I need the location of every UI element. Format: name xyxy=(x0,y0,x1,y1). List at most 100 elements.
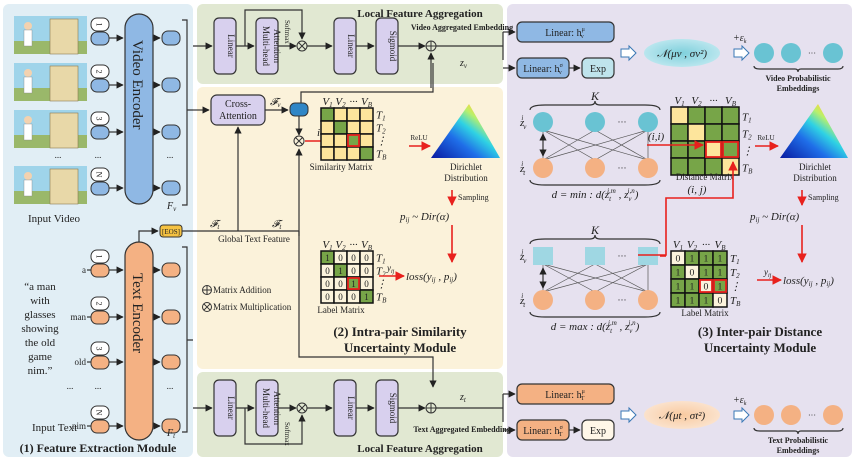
zv-label: zv xyxy=(459,58,468,70)
fv-bracket xyxy=(182,19,193,206)
matrix-cell xyxy=(704,106,723,125)
text-lfa-title: Local Feature Aggregation xyxy=(357,443,482,455)
matrix-cell xyxy=(346,146,361,161)
text-token-group: 1a2man3oldNnim......... xyxy=(67,249,181,434)
video-encoder xyxy=(124,13,154,205)
video-frame xyxy=(14,16,87,55)
svg-text:3: 3 xyxy=(95,347,104,351)
column-label: VB xyxy=(714,239,726,252)
matrix-cell xyxy=(721,140,740,159)
video-embedding-node xyxy=(638,112,658,132)
svg-text:Attention: Attention xyxy=(272,29,282,63)
svg-text:3: 3 xyxy=(95,117,104,121)
p-formula-inter: pij ~ Dir(α) xyxy=(749,211,800,224)
word-token xyxy=(90,310,110,325)
script-fv-label: 𝓕v xyxy=(270,97,281,109)
svg-text:N: N xyxy=(95,172,104,178)
eos-connector xyxy=(138,227,159,242)
prob-embedding-node xyxy=(823,43,843,63)
hollow-arrow-icon xyxy=(733,44,750,62)
epsilon-label: +εk xyxy=(733,33,747,45)
multiply-icon-x xyxy=(295,137,303,145)
svg-text:0: 0 xyxy=(325,292,330,302)
word-label: a xyxy=(82,265,86,275)
svg-text:0: 0 xyxy=(704,282,709,293)
text-embedding-node xyxy=(585,290,605,310)
svg-text:Exp: Exp xyxy=(590,64,606,75)
row-label: ⋮ xyxy=(742,146,753,158)
token-index: N xyxy=(90,405,110,420)
prob-embedding-label: Text Probabilistic xyxy=(768,436,829,445)
svg-text:Multi-head: Multi-head xyxy=(261,26,271,66)
svg-text:Sigmoid: Sigmoid xyxy=(388,31,398,62)
column-label: ··· xyxy=(349,239,358,251)
word-token xyxy=(90,263,110,278)
ft-label: Ft xyxy=(166,428,176,440)
epsilon-label: +εk xyxy=(733,395,747,407)
text-aggregated-embedding-label: Text Aggregated Embedding xyxy=(413,425,510,434)
svg-text:1: 1 xyxy=(704,268,709,279)
svg-text:Embeddings: Embeddings xyxy=(777,84,820,93)
svg-text:Linear: Linear xyxy=(226,34,236,57)
token-index: 1 xyxy=(90,249,110,264)
zv-node-label: zvi xyxy=(519,114,527,131)
column-label: V2 xyxy=(335,96,346,109)
prob-embedding-node xyxy=(754,405,774,425)
lfa-block-linear: Linear xyxy=(213,17,237,75)
column-label: V1 xyxy=(322,239,332,252)
frame-patch-token xyxy=(90,125,110,140)
highlight-cell xyxy=(713,279,727,293)
loss-inter: loss(yij , pij) xyxy=(783,275,834,288)
svg-text:1: 1 xyxy=(690,296,695,307)
matrix-cell: 1 xyxy=(684,250,700,266)
video-feature-token xyxy=(161,30,181,46)
highlight-cell xyxy=(347,134,360,147)
relu-label-inter: ReLU xyxy=(757,134,774,142)
matrix-cell xyxy=(346,120,361,135)
svg-text:1: 1 xyxy=(95,255,104,259)
matrix-cell: 1 xyxy=(684,292,700,308)
k-brace xyxy=(529,100,661,111)
matrix-cell: 0 xyxy=(712,292,728,308)
svg-text:Linear: Linear xyxy=(346,396,356,419)
y-label-intra: yij xyxy=(386,263,395,275)
prob-embedding-node xyxy=(754,43,774,63)
row-label: T2 xyxy=(742,129,752,142)
matrix-cell: 1 xyxy=(712,250,728,266)
matrix-cell: 1 xyxy=(684,278,700,294)
y-label-inter: yij xyxy=(763,267,772,279)
zv-to-fused xyxy=(300,63,434,103)
video-embedding-node xyxy=(585,247,605,265)
matrix-cell xyxy=(704,140,723,159)
svg-text:Exp: Exp xyxy=(590,426,606,437)
svg-text:1: 1 xyxy=(676,296,681,307)
k-brace xyxy=(529,234,661,245)
row-label: T1 xyxy=(742,112,752,125)
distance-matrix-label: Distance Matrix xyxy=(676,172,735,182)
row-label: T2 xyxy=(730,267,740,280)
matrix-cell xyxy=(320,133,335,148)
matrix-cell: 1 xyxy=(333,263,348,278)
text-encoder-label: Text Encoder xyxy=(129,273,145,353)
matrix-cell: 0 xyxy=(333,250,348,265)
input-video-frames: ......... xyxy=(14,16,173,205)
video-encoder-label: Video Encoder xyxy=(129,40,145,129)
matrix-cell xyxy=(346,133,361,148)
svg-text:0: 0 xyxy=(351,266,356,276)
matrix-cell xyxy=(320,146,335,161)
frame-index-token: 1 xyxy=(90,17,110,32)
word-label: old xyxy=(74,357,86,367)
softmax-label: Softmax xyxy=(283,20,291,44)
svg-text:1: 1 xyxy=(718,254,723,265)
highlight-cell xyxy=(347,277,360,290)
matrix-cell: 0 xyxy=(333,289,348,304)
lfa-block-linear: Linear xyxy=(213,379,237,437)
column-label: VB xyxy=(361,239,373,252)
